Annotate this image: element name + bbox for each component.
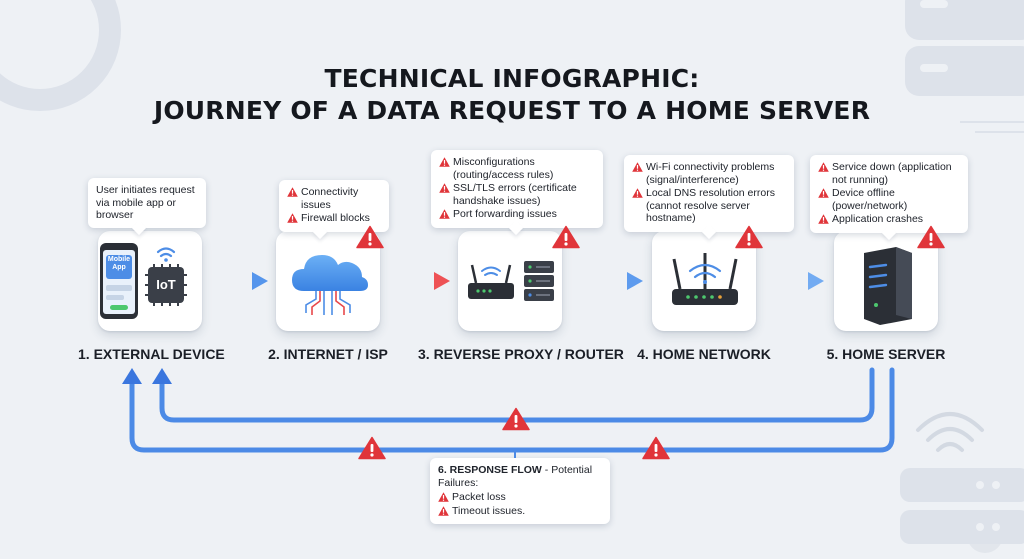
callout-internet-isp: Connectivity issues Firewall blocks (279, 180, 389, 239)
request-arrow-4-5 (758, 272, 824, 290)
cloud-icon (292, 255, 368, 315)
issue-item: Application crashes (818, 213, 960, 226)
issue-item: Service down (application not running) (818, 161, 960, 186)
warning-icon (552, 225, 580, 249)
warning-icon (917, 225, 945, 249)
warning-icon (358, 436, 386, 460)
phone-screen-label: Mobile App (107, 256, 131, 271)
warning-icon (818, 162, 829, 172)
stage-label-internet-isp: 2. INTERNET / ISP (268, 346, 388, 362)
warning-icon (735, 225, 763, 249)
stage-label-home-network: 4. HOME NETWORK (637, 346, 771, 362)
background-server-rack-bottom (900, 468, 1024, 544)
issue-item: Local DNS resolution errors (cannot reso… (632, 187, 786, 225)
page-title-line-2: JOURNEY OF A DATA REQUEST TO A HOME SERV… (153, 96, 871, 125)
request-arrow-3-4 (569, 272, 643, 290)
stage-label-home-server: 5. HOME SERVER (826, 346, 946, 362)
warning-icon (502, 407, 530, 431)
issue-item: SSL/TLS errors (certificate handshake is… (439, 182, 595, 207)
issue-item: Port forwarding issues (439, 208, 595, 221)
warning-icon (287, 213, 298, 223)
stage-label-external-device: 1. EXTERNAL DEVICE (78, 346, 225, 362)
callout-external-device: User initiates request via mobile app or… (88, 178, 206, 235)
page-title-line-1: TECHNICAL INFOGRAPHIC: (324, 64, 700, 93)
callout-home-server: Service down (application not running) D… (810, 155, 968, 240)
callout-home-network: Wi-Fi connectivity problems (signal/inte… (624, 155, 794, 239)
warning-icon (632, 162, 643, 172)
warning-icon (439, 183, 450, 193)
background-wifi-icon (916, 412, 984, 452)
warning-icon (439, 209, 450, 219)
response-arrowhead-inner (152, 368, 172, 384)
issue-item: Misconfigurations (routing/access rules) (439, 156, 595, 181)
callout-text: User initiates request via mobile app or… (96, 184, 195, 221)
issue-item: Device offline (power/network) (818, 187, 960, 212)
stage-card-home-network (652, 231, 756, 331)
issue-item: Wi-Fi connectivity problems (signal/inte… (632, 161, 786, 186)
server-tower-icon (864, 247, 912, 325)
response-flow-title: 6. RESPONSE FLOW - Potential Failures: (438, 464, 593, 489)
smartphone-and-iot-icon (100, 243, 187, 319)
stage-card-internet-isp (276, 231, 380, 331)
issue-item: Connectivity issues (287, 186, 381, 211)
wifi-router-icon (672, 253, 738, 305)
warning-icon (438, 505, 449, 516)
callout-reverse-proxy-router: Misconfigurations (routing/access rules)… (431, 150, 603, 235)
stage-label-reverse-proxy-router: 3. REVERSE PROXY / ROUTER (418, 346, 624, 362)
response-arrowhead-outer (122, 368, 142, 384)
stage-card-reverse-proxy-router (458, 231, 562, 331)
warning-icon (642, 436, 670, 460)
background-server-rack-top (905, 0, 1024, 96)
warning-icon (356, 225, 384, 249)
stage-card-external-device: Mobile App IoT (98, 231, 202, 331)
router-and-server-icon (468, 261, 554, 301)
request-arrow-2-3 (387, 272, 450, 290)
response-flow-box: 6. RESPONSE FLOW - Potential Failures: P… (430, 448, 610, 524)
issue-item: Packet loss (438, 491, 602, 504)
issue-item: Timeout issues. (438, 505, 602, 518)
warning-icon (287, 187, 298, 197)
warning-icon (438, 492, 449, 502)
warning-icon (439, 157, 450, 167)
warning-icon (818, 188, 829, 198)
iot-chip-label: IoT (156, 277, 176, 292)
background-lines (960, 121, 1024, 133)
warning-icon (632, 188, 643, 198)
request-arrow-1-2 (206, 272, 268, 290)
warning-icon (818, 214, 829, 224)
issue-item: Firewall blocks (287, 212, 381, 225)
